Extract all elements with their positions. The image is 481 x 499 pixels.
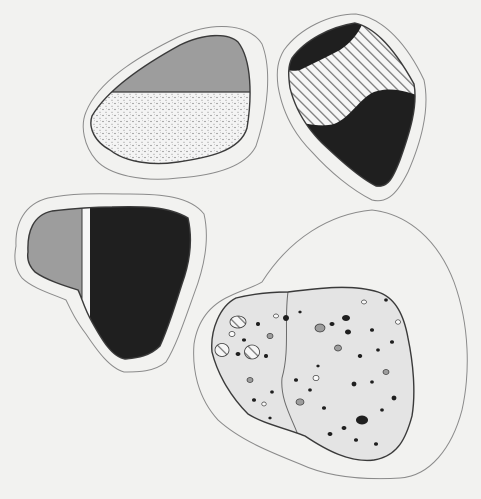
figure-canvas — [0, 0, 481, 499]
sherd-illustration — [0, 0, 481, 499]
